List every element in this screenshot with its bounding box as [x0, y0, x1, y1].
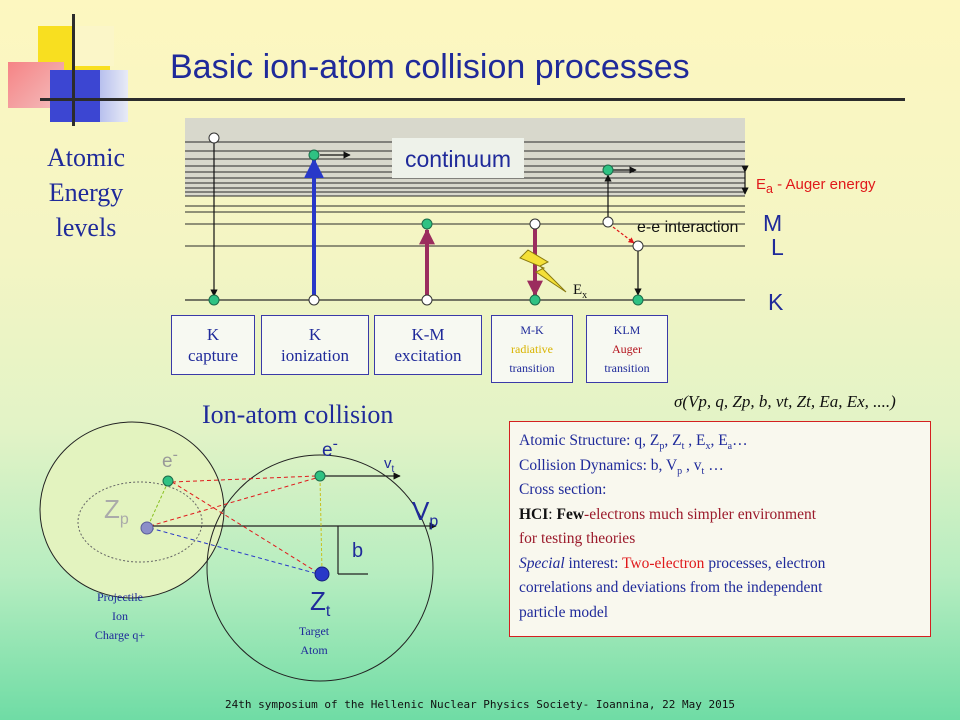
target-electron — [314, 470, 326, 482]
ee-interaction-label: e-e interaction — [637, 219, 739, 236]
klm-auger-electron — [602, 164, 614, 176]
k-m-vacancy — [421, 294, 433, 306]
projectile-nucleus — [140, 521, 154, 535]
cross-section-formula: σ(Vp, q, Zp, b, vt, Zt, Ea, Ex, ....) — [674, 392, 896, 411]
m-k-filled-state — [529, 294, 541, 306]
info-atomic-structure: Atomic Structure: q, Zp, Zt , Ex, Ea… — [519, 432, 748, 453]
info-box: Atomic Structure: q, Zp, Zt , Ex, Ea… Co… — [509, 421, 931, 637]
projectile-ion-label: Projectile Ion Charge q+ — [94, 590, 146, 642]
info-correlations: correlations and deviations from the ind… — [519, 579, 823, 596]
process-m-k-radiative: M-K radiative transition — [491, 315, 573, 383]
zt-label: Zt — [310, 586, 331, 621]
deco-vertical-rule — [72, 14, 75, 126]
target-electron-label: e- — [322, 435, 338, 461]
info-cross-section: Cross section: — [519, 481, 607, 498]
slide-footer: 24th symposium of the Hellenic Nuclear P… — [225, 698, 735, 711]
klm-k-filled-state — [632, 294, 644, 306]
klm-l-vacancy — [632, 240, 644, 252]
projectile-inner-shell — [77, 481, 203, 563]
k-m-excited-electron — [421, 218, 433, 230]
klm-m-vacancy — [602, 216, 614, 228]
electron-electron-interaction — [171, 475, 317, 483]
shell-m-label: M — [763, 210, 783, 236]
atomic-energy-levels-label: Atomic Energy levels — [47, 143, 125, 242]
slide-title: Basic ion-atom collision processes — [170, 48, 690, 86]
k-ionization-electron — [308, 149, 320, 161]
info-collision-dynamics: Collision Dynamics: b, Vp , vt … — [519, 456, 724, 477]
vt-label: vt — [384, 455, 395, 475]
m-k-vacancy — [529, 218, 541, 230]
title-rule — [40, 98, 905, 101]
ion-atom-collision-title: Ion-atom collision — [202, 400, 394, 429]
target-electron-bond — [319, 477, 323, 573]
projectile-electron-label: e- — [162, 446, 178, 472]
info-testing-theories: for testing theories — [519, 530, 636, 547]
shell-k-label: K — [768, 289, 784, 315]
k-capture-final-state — [208, 294, 220, 306]
deco-blue-square — [50, 70, 100, 122]
process-k-m-excitation: K-M excitation — [374, 315, 482, 375]
k-capture-initial-state — [208, 132, 220, 144]
nucleus-nucleus-interaction — [149, 527, 319, 575]
info-hci: HCI: Few-electrons much simpler environm… — [519, 505, 817, 523]
deco-light-square — [100, 70, 128, 122]
ee-interaction-arrow — [612, 226, 635, 244]
projectile-electron-bond — [147, 481, 169, 527]
process-klm-auger: KLM Auger transition — [586, 315, 668, 383]
shell-l-label: L — [771, 234, 784, 260]
photon-lightning-icon — [519, 249, 567, 293]
target-atom-label: Target Atom — [298, 624, 330, 657]
target-nucleus — [314, 566, 330, 582]
process-k-ionization: K ionization — [261, 315, 369, 375]
b-label: b — [352, 540, 364, 562]
process-k-capture: K capture — [171, 315, 255, 375]
projectile-ion-circle — [39, 421, 225, 599]
projectile-electron-target-nucleus — [171, 481, 321, 575]
vp-label: Vp — [412, 496, 439, 531]
projectile-target-electron-interaction — [149, 477, 317, 527]
photon-energy-label: Ex — [573, 282, 588, 301]
k-ionization-vacancy — [308, 294, 320, 306]
info-particle-model: particle model — [519, 603, 609, 621]
zp-label: Zp — [104, 494, 129, 529]
deco-pale-square — [74, 26, 114, 66]
info-special-interest: Special interest: Two-electron processes… — [519, 554, 826, 572]
auger-energy-label: Ea - Auger energy — [756, 176, 876, 196]
continuum-label: continuum — [392, 138, 524, 178]
projectile-electron — [162, 475, 174, 487]
target-atom-circle — [206, 454, 434, 682]
